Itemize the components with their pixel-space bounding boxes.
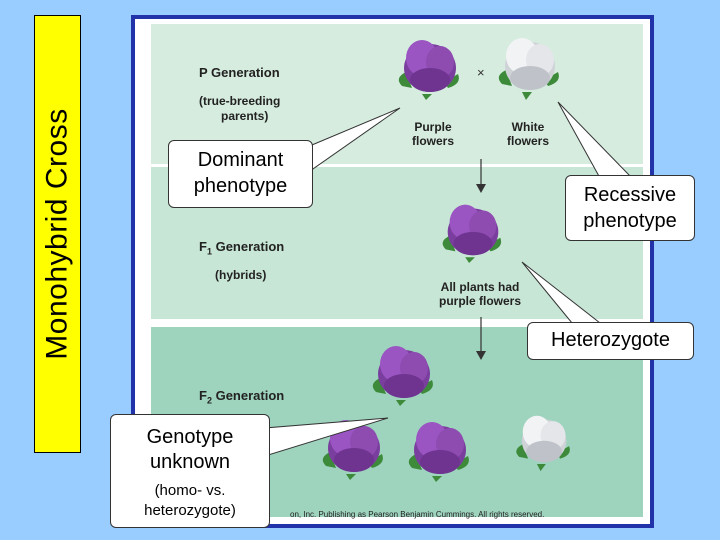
f1-purple-flower-icon (442, 204, 502, 264)
f2-purple-flower-icon (408, 422, 469, 482)
callout-text: heterozygote) (144, 502, 236, 519)
side-title: Monohybrid Cross (40, 108, 74, 360)
heterozygote-callout: Heterozygote (527, 322, 694, 360)
callout-text: Genotype (146, 426, 234, 448)
cross-symbol: × (477, 65, 485, 80)
genotype-unknown-callout: Genotype unknown (homo- vs. heterozygote… (110, 414, 270, 528)
f2-generation-label: F2 Generation (199, 388, 285, 406)
callout-text: Dominant (197, 149, 284, 171)
callout-text: Heterozygote (551, 329, 670, 351)
f1-generation-label: F1 Generation (199, 239, 285, 257)
f2-white-flower-icon (516, 415, 570, 472)
f1-generation-note: (hybrids) (215, 268, 267, 282)
callout-text: (homo- vs. (154, 482, 226, 499)
side-title-box: Monohybrid Cross (34, 15, 81, 453)
callout-text: phenotype (583, 210, 677, 232)
dominant-phenotype-callout: Dominant phenotype (168, 140, 313, 208)
f2-purple-flower-icon (372, 346, 433, 406)
copyright-text: on, Inc. Publishing as Pearson Benjamin … (290, 510, 545, 519)
callout-text: Recessive (583, 184, 677, 206)
p-generation-label: P Generation (199, 65, 280, 80)
callout-text: unknown (149, 451, 231, 473)
f2-purple-flower-icon (322, 420, 383, 480)
recessive-phenotype-callout: Recessive phenotype (565, 175, 695, 241)
purple-flower-icon (398, 40, 459, 100)
white-flower-icon (498, 38, 559, 100)
callout-text: phenotype (193, 175, 288, 197)
